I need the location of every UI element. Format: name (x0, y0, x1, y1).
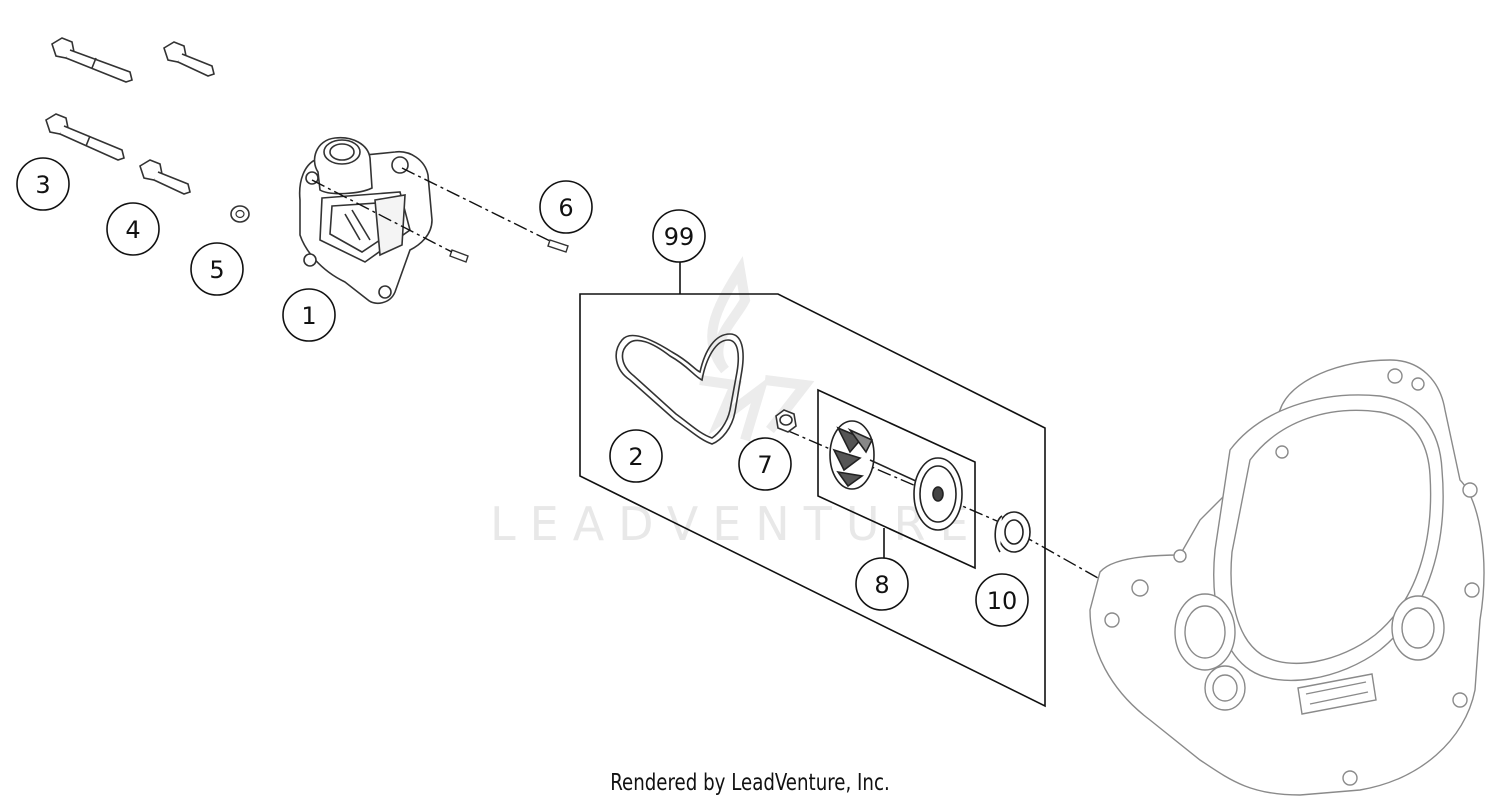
callout-7: 7 (738, 437, 792, 491)
dowel-pin-b (547, 239, 569, 253)
callout-7-label: 7 (757, 451, 772, 479)
callout-8-label: 8 (874, 571, 889, 599)
nut-7 (775, 409, 797, 433)
callout-2-label: 2 (628, 443, 643, 471)
callout-4: 4 (106, 202, 160, 256)
washer-5 (230, 205, 250, 223)
gasket-2 (615, 333, 744, 445)
callout-8: 8 (855, 557, 909, 611)
watermark: LEADVENTURE (490, 256, 983, 551)
water-pump-cover (298, 136, 433, 305)
callout-10: 10 (975, 573, 1029, 627)
callout-99-label: 99 (664, 223, 695, 251)
callout-6: 6 (539, 180, 593, 234)
assembly-lines (311, 167, 1099, 579)
engine-side-cover (1089, 359, 1485, 796)
callout-1: 1 (282, 288, 336, 342)
bolt-long-top (51, 37, 133, 83)
callout-10-label: 10 (987, 587, 1018, 615)
callout-99: 99 (652, 209, 706, 263)
dowel-pin-a (449, 249, 469, 263)
callout-3-label: 3 (35, 171, 50, 199)
callout-3: 3 (16, 157, 70, 211)
kit-bracket-99 (579, 262, 1046, 708)
callout-5: 5 (190, 242, 244, 296)
callout-5-label: 5 (209, 256, 224, 284)
callout-4-label: 4 (125, 216, 140, 244)
callout-6-label: 6 (558, 194, 573, 222)
kit-bracket-8 (817, 388, 976, 570)
callout-1-label: 1 (301, 302, 316, 330)
callout-2: 2 (609, 429, 663, 483)
impeller (829, 420, 919, 490)
bolt-long-bottom (45, 113, 125, 161)
shaft-seal-10 (994, 511, 1031, 553)
bolt-short-bottom (139, 159, 191, 195)
footer-credit: Rendered by LeadVenture, Inc. (610, 770, 890, 796)
pump-seal-disc (913, 457, 963, 531)
bolt-short-top (163, 41, 215, 77)
watermark-text: LEADVENTURE (490, 497, 983, 551)
